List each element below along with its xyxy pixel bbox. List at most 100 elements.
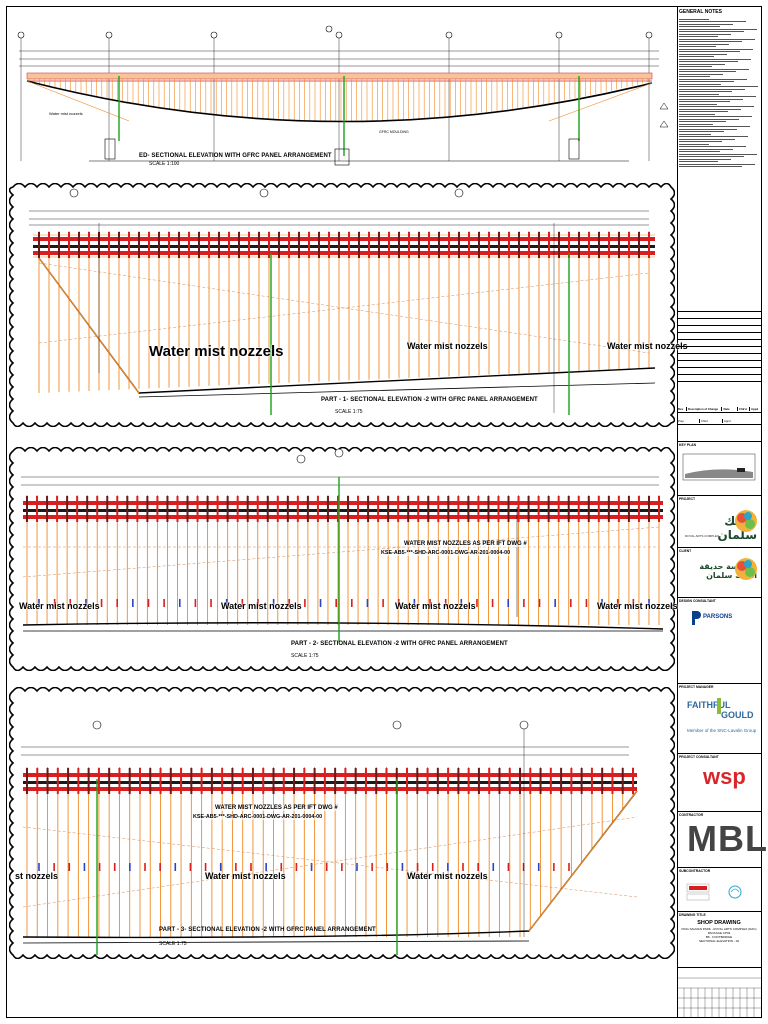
mist-nozzle — [83, 863, 86, 871]
part3-title: PART - 3- SECTIONAL ELEVATION -2 WITH GF… — [159, 927, 376, 933]
note-line — [679, 17, 759, 20]
mist-reference-note: WATER MIST NOZZLES AS PER IFT DWG # — [215, 805, 338, 811]
note-line — [679, 97, 759, 100]
mist-nozzle — [53, 863, 55, 871]
railing-post — [36, 768, 39, 794]
water-mist-label: Water mist nozzels — [607, 341, 688, 351]
railing-post — [272, 768, 275, 794]
revision-row — [677, 375, 761, 382]
railing-post — [221, 768, 224, 794]
note-line — [679, 110, 759, 112]
railing-post — [196, 496, 199, 522]
note-line — [679, 157, 759, 160]
project-consultant-label: PROJECT CONSULTANT — [679, 755, 719, 759]
grid-bubbles — [296, 448, 344, 464]
note-line — [679, 120, 759, 122]
railing-post — [226, 496, 229, 522]
revision-row — [677, 368, 761, 375]
part3-elevation-svg — [8, 686, 676, 960]
part1-scale: SCALE 1:75 — [335, 409, 363, 415]
railing-post — [108, 768, 111, 794]
mist-nozzle — [460, 599, 463, 607]
note-line — [679, 107, 759, 110]
project-logo-sub: ROYAL ARTS COMPLEX — [685, 534, 719, 538]
drawing-title-section: DRAWING TITLE SHOP DRAWING KING SALMAN P… — [677, 911, 761, 967]
mist-reference-drawing: KSE-AB5-***-SHD-ARC-0001-DWG-AR-201-0004… — [193, 814, 323, 820]
drawing-number-section — [677, 967, 761, 1018]
railing-post — [537, 496, 540, 522]
mist-nozzle — [163, 599, 165, 607]
drawing-subtitle: PACKAGE CP04 — [707, 931, 731, 935]
railing-post — [347, 496, 350, 522]
railing-post — [517, 496, 520, 522]
mist-nozzle — [189, 863, 192, 871]
railing-post — [334, 768, 337, 794]
railing-post — [246, 496, 249, 522]
note-line — [679, 127, 759, 130]
railing-post — [303, 768, 306, 794]
mist-reference-drawing: KSE-AB5-***-SHD-ARC-0001-DWG-AR-201-0004… — [381, 550, 511, 556]
railing-post — [447, 768, 450, 794]
note-line — [679, 30, 759, 32]
mist-nozzle — [356, 863, 358, 871]
rev-col-header: Date — [722, 407, 739, 411]
mist-nozzle — [538, 599, 541, 607]
note-line — [679, 35, 759, 37]
railing-post — [547, 496, 550, 522]
mist-nozzle — [288, 599, 291, 607]
water-mist-label: Water mist nozzels — [149, 343, 284, 360]
project-consultant-section: PROJECT CONSULTANT wsp — [677, 753, 761, 807]
railing-post — [477, 768, 480, 794]
pm-logo-sub: Member of the SNC-Lavalin Group — [687, 728, 757, 733]
mist-nozzle — [144, 863, 146, 871]
mist-nozzle — [325, 863, 328, 871]
revision-row — [677, 312, 761, 319]
railing-post — [568, 232, 570, 258]
railing-post — [508, 232, 510, 258]
railing-post — [477, 496, 480, 522]
mist-nozzle — [523, 599, 525, 607]
mist-nozzle — [132, 599, 134, 607]
note-line — [679, 160, 759, 162]
mist-nozzle — [569, 599, 572, 607]
design-consultant-section: DESIGN CONSULTANT PARSONS — [677, 597, 761, 637]
railing-post — [169, 768, 172, 794]
note-line — [679, 125, 759, 127]
note-line — [679, 27, 759, 30]
project-logo-icon — [735, 510, 757, 532]
mist-reference-note: WATER MIST NOZZLES AS PER IFT DWG # — [404, 541, 527, 547]
railing-post — [488, 232, 490, 258]
mist-nozzle — [553, 863, 555, 871]
railing-post — [498, 232, 500, 258]
note-line — [679, 87, 759, 90]
railing-post — [467, 768, 470, 794]
railing-post — [628, 232, 630, 258]
mist-nozzle — [585, 599, 588, 607]
note-line — [679, 45, 759, 47]
overall-elevation-panel: GFRC MOULDING Water mist nozzels ED- SEC… — [9, 21, 669, 171]
railing-post — [231, 768, 234, 794]
railing-post — [188, 232, 190, 258]
railing-post — [558, 232, 560, 258]
mist-nozzle — [85, 599, 87, 607]
note-line — [679, 100, 759, 102]
note-line — [679, 142, 759, 145]
railing-post — [286, 496, 289, 522]
railing-post — [308, 232, 310, 258]
railing-post — [488, 768, 491, 794]
railing-post — [407, 496, 410, 522]
railing-post — [364, 768, 367, 794]
railing-post — [378, 232, 380, 258]
railing-post — [313, 768, 316, 794]
part3-scale: SCALE 1:75 — [159, 941, 187, 947]
grid-bubbles — [92, 720, 529, 730]
railing-post — [428, 232, 430, 258]
railing-post — [97, 768, 100, 794]
part1-elevation-panel: Water mist nozzels Water mist nozzels Wa… — [8, 182, 688, 428]
railing-post — [138, 232, 140, 258]
railing-post — [180, 768, 183, 794]
railing-post — [416, 768, 419, 794]
mist-nozzle — [38, 863, 40, 871]
note-line — [679, 140, 759, 142]
note-line — [679, 152, 759, 155]
